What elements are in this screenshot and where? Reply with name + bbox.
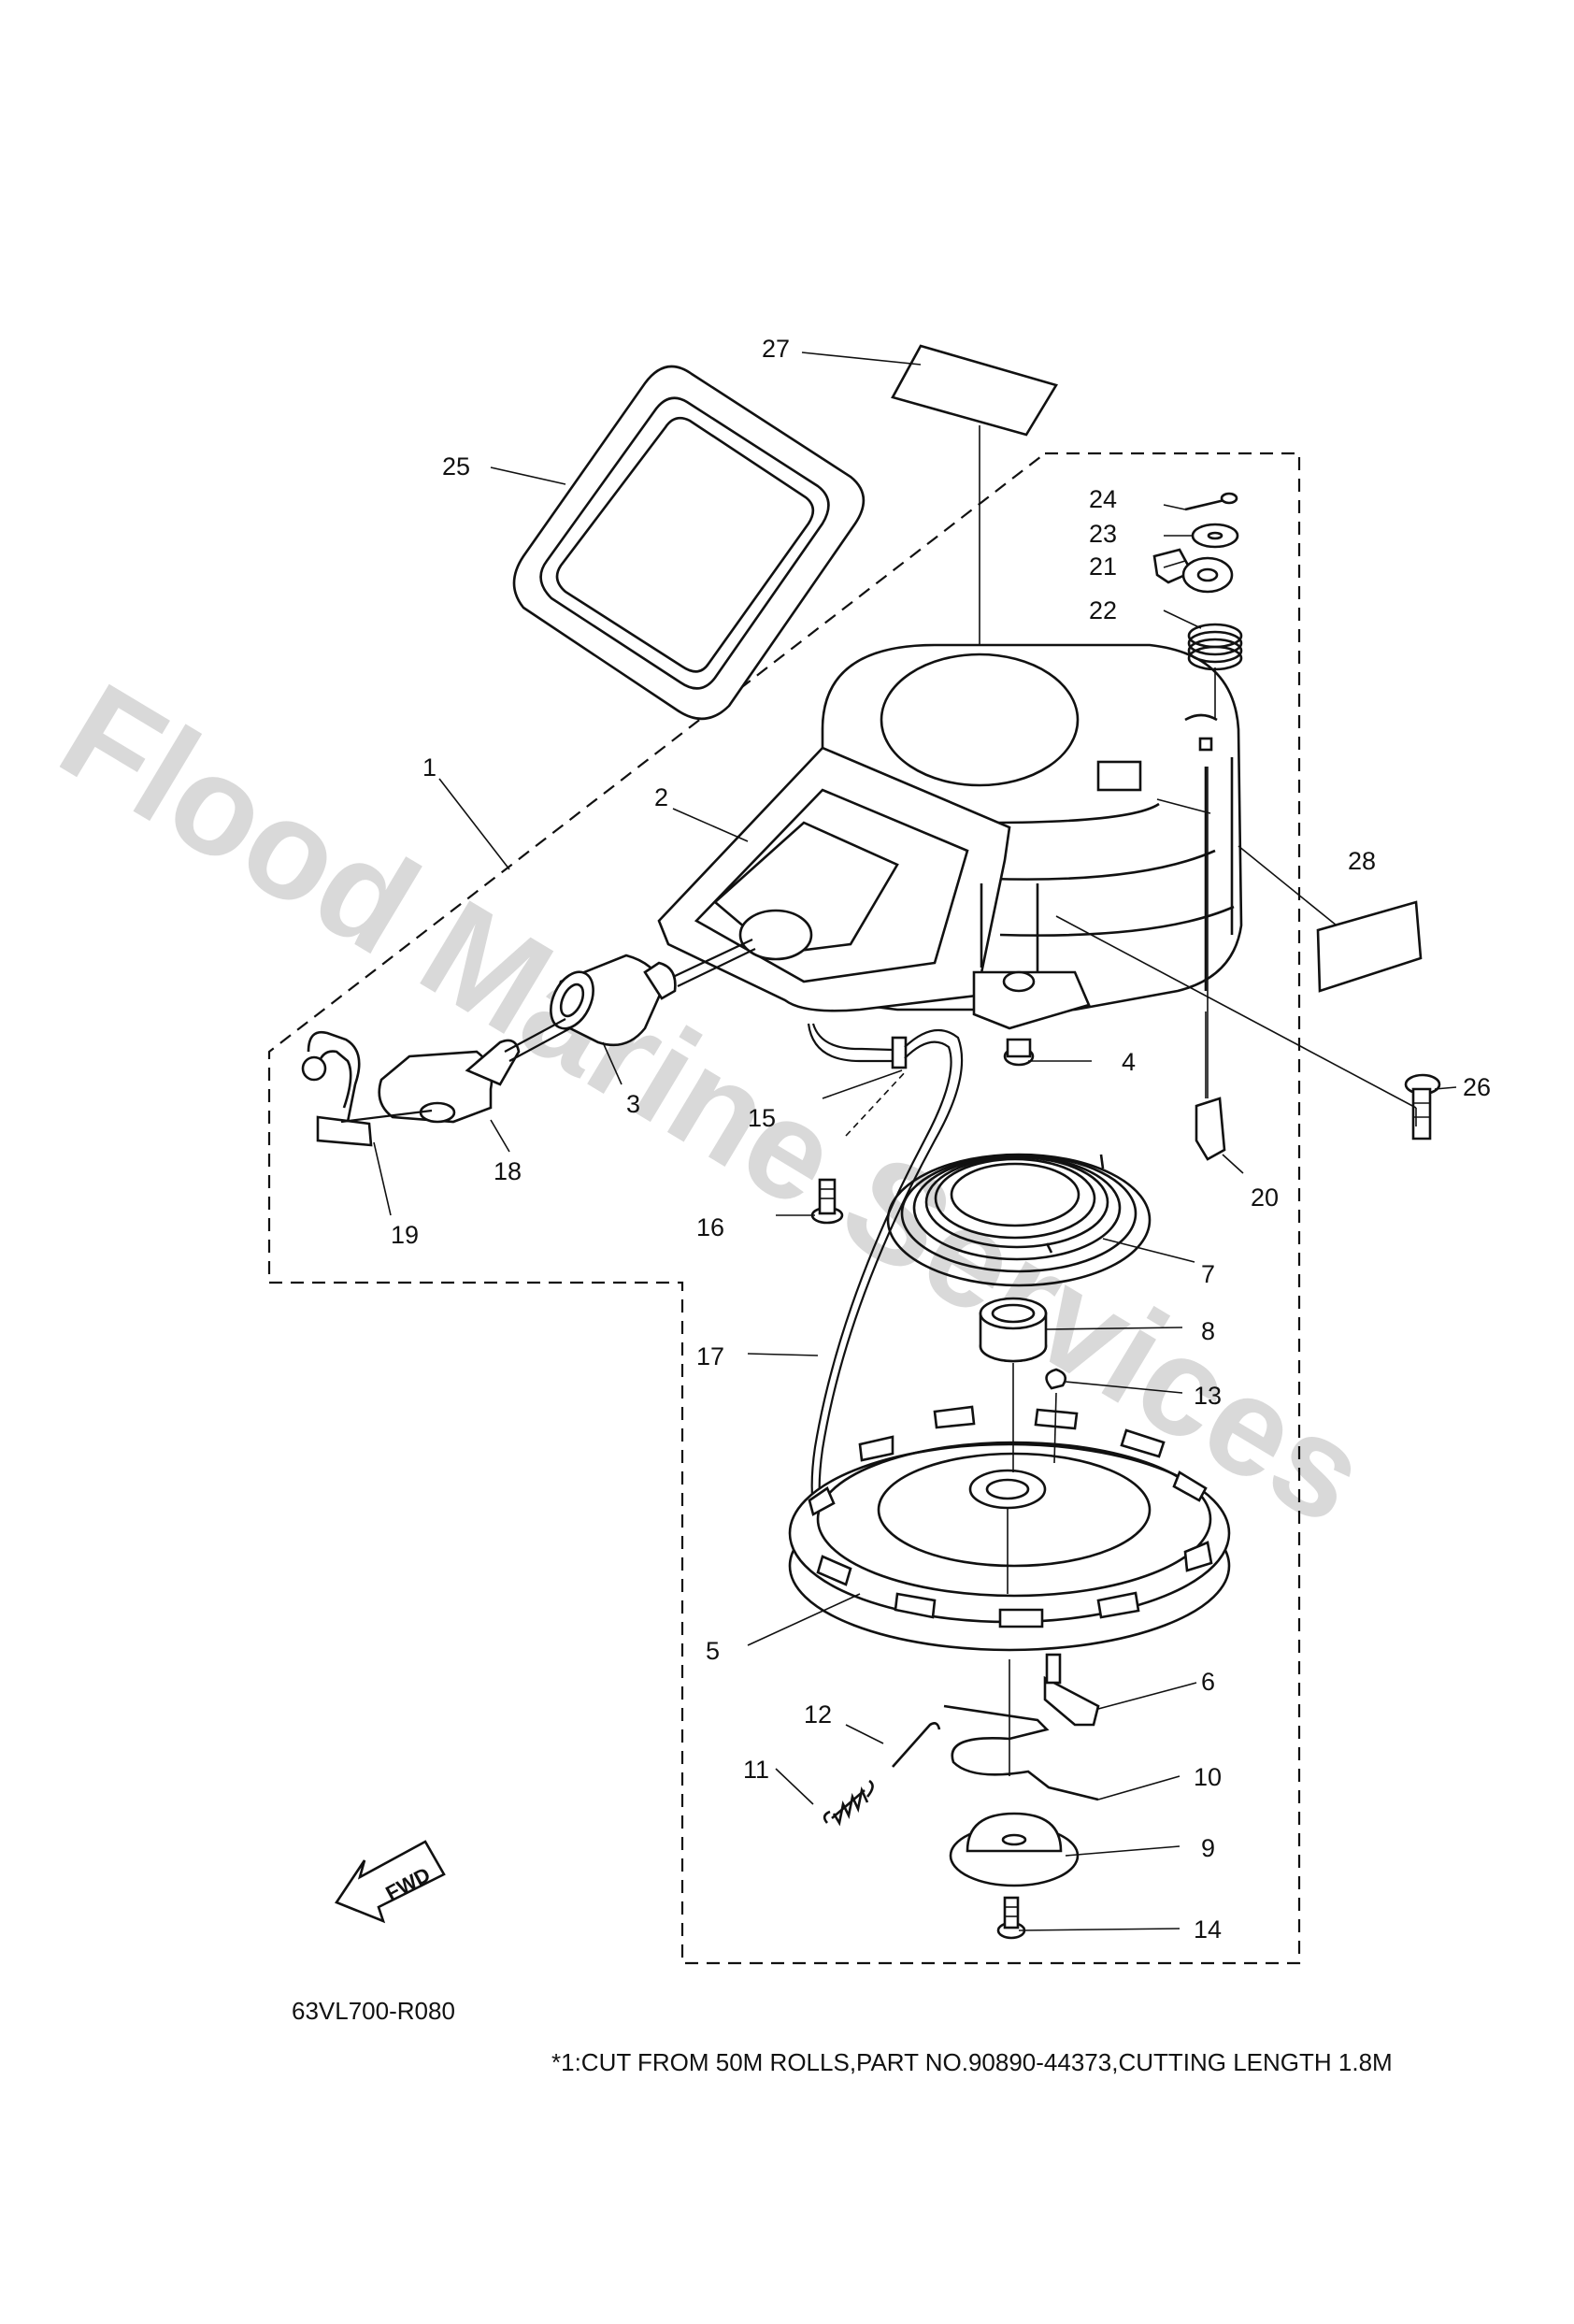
part-24-cotter-pin [1184, 492, 1238, 511]
part-21-lever [1152, 548, 1234, 594]
callout-25: 25 [442, 452, 470, 481]
part-17-starter-rope [818, 1028, 964, 1543]
fwd-direction-arrow: FWD [335, 1840, 446, 1924]
callout-27: 27 [762, 335, 790, 363]
callout-5: 5 [706, 1637, 720, 1665]
callout-18: 18 [494, 1157, 522, 1185]
part-7-recoil-spring [886, 1153, 1152, 1287]
callout-10: 10 [1194, 1763, 1222, 1791]
starter-case-housing [657, 643, 1243, 1030]
callout-11: 11 [743, 1756, 769, 1784]
part-8-bushing [979, 1297, 1048, 1363]
part-3-rope-guide [550, 954, 677, 1047]
callout-23: 23 [1089, 520, 1117, 548]
callout-6: 6 [1201, 1668, 1215, 1696]
part-18-starter-handle [378, 1039, 521, 1124]
callout-7: 7 [1201, 1260, 1215, 1288]
part-9-friction-plate [949, 1812, 1080, 1887]
callout-19: 19 [391, 1221, 419, 1249]
callout-8: 8 [1201, 1317, 1215, 1345]
assembly-boundary-outline [267, 452, 1301, 1965]
callout-numbers: 1 2 3 4 5 6 7 8 9 10 11 12 13 14 15 16 1… [391, 335, 1491, 1944]
callout-2: 2 [654, 783, 668, 811]
part-6-drive-pawl [1043, 1653, 1100, 1727]
callout-28: 28 [1348, 847, 1376, 875]
callout-4: 4 [1122, 1048, 1136, 1076]
part-13-circlip [1045, 1368, 1067, 1390]
part-19-rope-clamp [301, 1030, 433, 1147]
callout-15: 15 [748, 1104, 776, 1132]
callout-14: 14 [1194, 1915, 1222, 1944]
callout-13: 13 [1194, 1382, 1222, 1410]
part-22-spring [1187, 623, 1243, 671]
callout-21: 21 [1089, 552, 1117, 581]
callout-17: 17 [696, 1342, 724, 1370]
part-25-rubber-gasket [512, 365, 866, 721]
part-15-guide-tube [807, 1023, 895, 1063]
callout-24: 24 [1089, 485, 1117, 513]
part-28-label [1316, 900, 1423, 993]
part-27-label-plate [891, 344, 1058, 437]
callout-26: 26 [1463, 1073, 1491, 1101]
part-12-return-spring-hook [892, 1722, 941, 1768]
diagram-reference-code: 63VL700-R080 [292, 1997, 455, 2025]
part-23-washer [1191, 523, 1239, 549]
starter-rope-handle [504, 1018, 566, 1053]
part-4-grommet [1003, 1038, 1035, 1067]
callout-20: 20 [1251, 1184, 1279, 1212]
callout-12: 12 [804, 1700, 832, 1729]
part-14-screw [996, 1896, 1026, 1940]
callout-16: 16 [696, 1213, 724, 1241]
part-20-holder [1195, 1011, 1226, 1161]
callout-9: 9 [1201, 1834, 1215, 1862]
part-11-tension-spring [823, 1779, 874, 1827]
part-10-pawl-spring [943, 1704, 1099, 1801]
callout-1: 1 [422, 753, 436, 782]
part-5-sheave-drum [788, 1405, 1231, 1652]
part-26-bolt [1404, 1073, 1441, 1140]
part-16-screw [810, 1178, 844, 1225]
callout-22: 22 [1089, 596, 1117, 624]
footnote-text: *1:CUT FROM 50M ROLLS,PART NO.90890-4437… [551, 2048, 1393, 2076]
callout-3: 3 [626, 1090, 640, 1118]
leader-lines [373, 351, 1457, 1931]
starter-rope-upper [672, 939, 753, 978]
